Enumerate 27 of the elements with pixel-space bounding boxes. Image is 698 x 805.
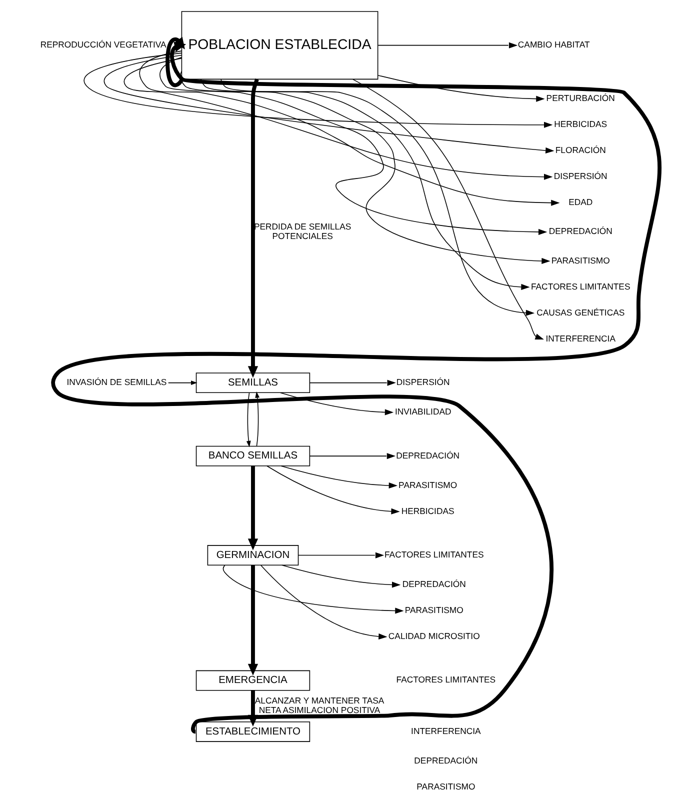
node-text: PARASITISMO: [550, 255, 610, 266]
node-text: DISPERSIÓN: [396, 377, 450, 388]
node-text: INTERFERENCIA: [545, 333, 615, 344]
label: DEPREDACIÓN: [414, 755, 478, 766]
node-text: PERTURBACIÓN: [546, 93, 614, 104]
node-text: CAUSAS GENÉTICAS: [536, 307, 624, 318]
node-text: HERBICIDAS: [400, 506, 454, 516]
node-text: DEPREDACIÓN: [548, 226, 612, 236]
label: PARASITISMO: [416, 781, 475, 792]
node-text: FACTORES LIMITANTES: [384, 550, 484, 560]
label: INTERFERENCIA: [410, 726, 480, 736]
node-text: DISPERSIÓN: [553, 171, 607, 182]
node-text: FACTORES LIMITANTES: [530, 281, 630, 292]
node-text: DEPREDACIÓN: [402, 579, 466, 590]
label: FACTORES LIMITANTES: [396, 674, 496, 685]
node-text: INVASIÓN DE SEMILLAS: [66, 377, 166, 388]
node-text: CAMBIO HABITAT: [517, 40, 590, 50]
node-text: HERBICIDAS: [554, 119, 607, 130]
node-text: FLORACIÓN: [554, 145, 606, 156]
node-text: DEPREDACIÓN: [396, 450, 460, 460]
node-text: INVIABILIDAD: [394, 406, 451, 417]
node-text: PARASITISMO: [404, 605, 463, 616]
edge-label: ALCANZAR Y MANTENER TASA NETA ASIMILACION POSITIVA: [254, 696, 384, 716]
node-text: CALIDAD MICROSITIO: [388, 631, 480, 642]
edge-label: REPRODUCCIÓN VEGETATIVA: [40, 40, 166, 50]
node-text: EDAD: [568, 197, 592, 208]
node-text: PARASITISMO: [398, 480, 457, 490]
